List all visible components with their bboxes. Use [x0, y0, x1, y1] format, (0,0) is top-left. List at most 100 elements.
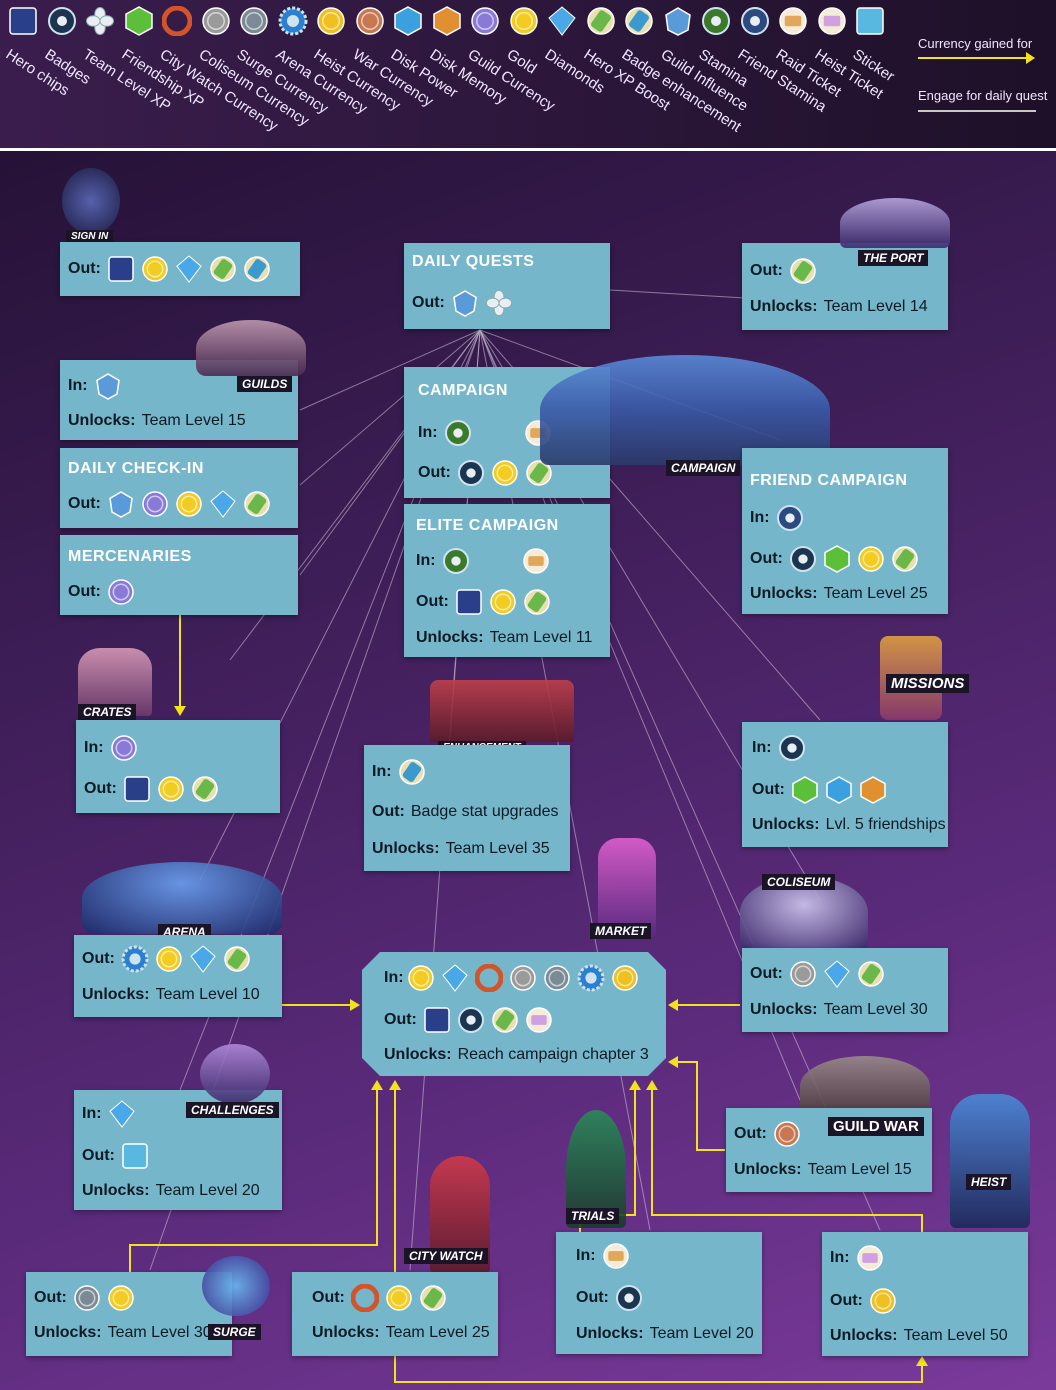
trials-out-row: Out:: [576, 1284, 643, 1312]
in-label: In:: [752, 739, 772, 757]
city-watch-label: CITY WATCH: [404, 1248, 488, 1264]
disk-memory-icon: [859, 776, 887, 804]
in-label: In:: [416, 552, 436, 570]
coliseum-label: COLISEUM: [762, 874, 835, 890]
unlocks-label: Unlocks:: [752, 816, 820, 834]
badge-enhancement-icon: [398, 758, 426, 786]
arena-out-row: Out:: [82, 945, 251, 973]
city-watch-out-icons: [351, 1284, 447, 1312]
hero-xp-boost-icon: [209, 255, 237, 283]
gold-icon: [407, 964, 435, 992]
in-label: In:: [418, 424, 438, 442]
coliseum-box[interactable]: Out: Unlocks: Team Level 30: [742, 948, 948, 1032]
guild-currency-icon: [110, 734, 138, 762]
elite-campaign-box[interactable]: ELITE CAMPAIGN In: Out: Unlocks: Team Le…: [404, 504, 610, 657]
surge-art: [202, 1256, 270, 1316]
arena-box[interactable]: Out: Unlocks: Team Level 10: [74, 935, 282, 1017]
friend-campaign-unlocks-row: Unlocks: Team Level 25: [750, 585, 928, 603]
surge-unlocks-row: Unlocks: Team Level 30: [34, 1324, 212, 1342]
raid-ticket-icon: [522, 547, 550, 575]
gold-icon: [107, 1284, 135, 1312]
city-watch-unlocks-row: Unlocks: Team Level 25: [312, 1324, 490, 1342]
unlocks-label: Unlocks:: [830, 1327, 898, 1345]
trials-box[interactable]: In: Out: Unlocks: Team Level 20: [556, 1232, 762, 1354]
sign-in-box[interactable]: Out:: [60, 242, 300, 296]
market-label: MARKET: [590, 923, 651, 939]
in-label: In:: [84, 739, 104, 757]
surge-out-row: Out:: [34, 1284, 135, 1312]
friend-campaign-in-row: In:: [750, 504, 804, 532]
coliseum-currency-icon: [789, 960, 817, 988]
in-label: In:: [384, 969, 404, 987]
gold-icon: [141, 255, 169, 283]
unlocks-label: Unlocks:: [576, 1325, 644, 1343]
unlocks-label: Unlocks:: [68, 412, 136, 430]
hero-xp-boost-icon: [789, 257, 817, 285]
elite-campaign-title: ELITE CAMPAIGN: [416, 517, 559, 535]
guilds-in-row: In:: [68, 372, 122, 400]
the-port-art: [840, 198, 950, 248]
out-label: Out:: [84, 780, 117, 798]
daily-quests-box[interactable]: DAILY QUESTS Out:: [404, 243, 610, 329]
missions-box[interactable]: In: Out: Unlocks: Lvl. 5 friendships: [742, 722, 948, 847]
market-in-icons: [407, 964, 639, 992]
coliseum-unlocks-value: Team Level 30: [824, 1001, 928, 1019]
missions-unlocks-value: Lvl. 5 friendships: [826, 816, 946, 834]
enhancement-box[interactable]: In: Out: Badge stat upgrades Unlocks: Te…: [364, 745, 570, 871]
daily-quests-title: DAILY QUESTS: [412, 253, 534, 271]
out-label: Out:: [750, 262, 783, 280]
city-watch-unlocks-value: Team Level 25: [386, 1324, 490, 1342]
heist-unlocks-row: Unlocks: Team Level 50: [830, 1327, 1008, 1345]
disk-power-icon: [825, 776, 853, 804]
diamonds-icon: [108, 1100, 136, 1128]
crates-box[interactable]: In: Out:: [76, 720, 280, 813]
out-label: Out:: [416, 593, 449, 611]
elite-campaign-in-row: In:: [416, 547, 550, 575]
badges-icon: [457, 1006, 485, 1034]
unlocks-label: Unlocks:: [750, 298, 818, 316]
the-port-label: THE PORT: [858, 250, 928, 266]
daily-checkin-box[interactable]: DAILY CHECK-IN Out:: [60, 448, 298, 528]
arena-currency-icon: [121, 945, 149, 973]
friend-campaign-box[interactable]: FRIEND CAMPAIGN In: Out: Unlocks: Team L…: [742, 448, 948, 614]
city-watch-box[interactable]: Out: Unlocks: Team Level 25: [292, 1272, 498, 1356]
out-label: Out:: [68, 495, 101, 513]
campaign-label: CAMPAIGN: [666, 460, 740, 476]
friend-campaign-unlocks-value: Team Level 25: [824, 585, 928, 603]
enhancement-in-row: In:: [372, 758, 426, 786]
market-out-row: Out:: [384, 1006, 553, 1034]
guilds-in-icons: [94, 372, 122, 400]
trials-unlocks-value: Team Level 20: [650, 1325, 754, 1343]
guild-currency-icon: [141, 490, 169, 518]
gold-icon: [489, 588, 517, 616]
challenges-unlocks-value: Team Level 20: [156, 1182, 260, 1200]
diamonds-icon: [441, 964, 469, 992]
friendship-xp-icon: [823, 545, 851, 573]
surge-currency-icon: [73, 1284, 101, 1312]
hero-chips-icon: [423, 1006, 451, 1034]
daily-quests-out-row: Out:: [412, 289, 513, 317]
campaign-out-icons: [457, 459, 553, 487]
crates-in-icons: [110, 734, 138, 762]
heist-box[interactable]: In: Out: Unlocks: Team Level 50: [822, 1232, 1028, 1356]
unlocks-label: Unlocks:: [416, 629, 484, 647]
hero-chips-icon: [123, 775, 151, 803]
mercenaries-box[interactable]: MERCENARIES Out:: [60, 535, 298, 615]
heist-currency-icon: [611, 964, 639, 992]
out-label: Out:: [372, 803, 405, 821]
challenges-out-row: Out:: [82, 1142, 149, 1170]
out-label: Out:: [68, 260, 101, 278]
challenges-art: [200, 1044, 270, 1104]
crates-label: CRATES: [78, 704, 136, 720]
out-label: Out:: [750, 550, 783, 568]
market-box[interactable]: In: Out: Unlocks: Reach campaign chapter…: [362, 952, 666, 1076]
in-label: In:: [82, 1105, 102, 1123]
unlocks-label: Unlocks:: [384, 1046, 452, 1064]
friend-campaign-out-icons: [789, 545, 919, 573]
surge-out-icons: [73, 1284, 135, 1312]
mercenaries-out-icons: [107, 578, 135, 606]
guild-war-out-icons: [773, 1120, 801, 1148]
enhancement-art: [430, 680, 574, 742]
out-label: Out:: [752, 781, 785, 799]
mercenaries-out-row: Out:: [68, 578, 135, 606]
